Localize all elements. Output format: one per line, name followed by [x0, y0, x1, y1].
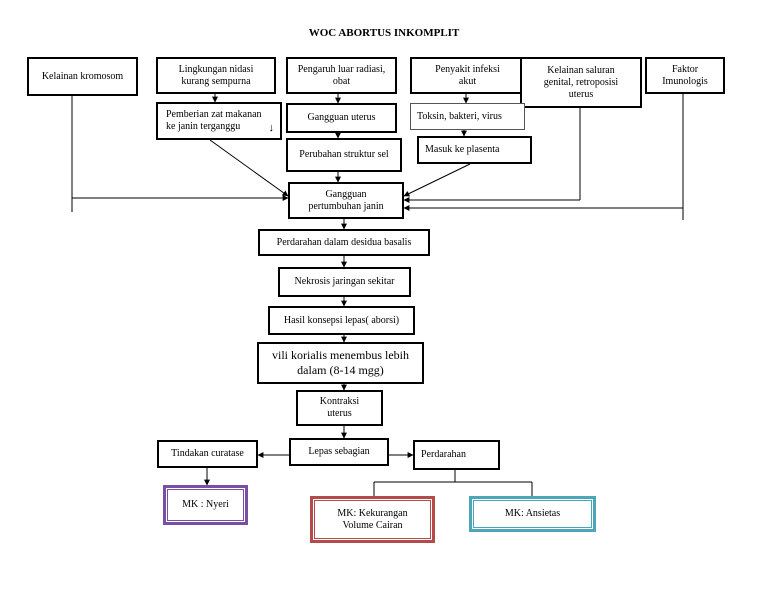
node-gangguan-pertumbuhan: Gangguan pertumbuhan janin: [288, 182, 404, 219]
node-perdarahan: Perdarahan: [413, 440, 500, 470]
node-perdarahan-desidua: Perdarahan dalam desidua basalis: [258, 229, 430, 256]
node-hasil-konsepsi: Hasil konsepsi lepas( aborsi): [268, 306, 415, 335]
node-nekrosis: Nekrosis jaringan sekitar: [278, 267, 411, 297]
node-tindakan-curatase: Tindakan curatase: [157, 440, 258, 468]
diagram-title: WOC ABORTUS INKOMPLIT: [308, 27, 460, 39]
node-mk-volume-cairan: MK: Kekurangan Volume Cairan: [310, 496, 435, 543]
node-faktor-imunologis: Faktor Imunologis: [645, 57, 725, 94]
node-kelainan-kromosom: Kelainan kromosom: [27, 57, 138, 96]
node-penyakit-infeksi: Penyakit infeksi akut: [410, 57, 525, 94]
node-gangguan-uterus: Gangguan uterus: [286, 103, 397, 133]
arrow-down-icon: ↓: [268, 122, 275, 134]
node-kontraksi: Kontraksi uterus: [296, 390, 383, 426]
node-pemberian-zat: Pemberian zat makanan ke janin terganggu…: [156, 102, 282, 140]
node-masuk-plasenta: Masuk ke plasenta: [417, 136, 532, 164]
edge-masuk-gangguan: [403, 163, 471, 197]
edge-pemberian-gangguan: [209, 139, 289, 197]
node-pemberian-zat-label: Pemberian zat makanan ke janin terganggu: [166, 109, 262, 132]
node-pengaruh-luar: Pengaruh luar radiasi, obat: [286, 57, 397, 94]
node-mk-ansietas: MK: Ansietas: [469, 496, 596, 532]
node-kelainan-saluran: Kelainan saluran genital, retroposisi ut…: [520, 57, 642, 108]
node-vili-korialis: vili korialis menembus lebih dalam (8-14…: [257, 342, 424, 384]
node-lingkungan-nidasi: Lingkungan nidasi kurang sempurna: [156, 57, 276, 94]
node-lepas-sebagian: Lepas sebagian: [289, 438, 389, 466]
node-mk-nyeri: MK : Nyeri: [163, 485, 248, 525]
node-toksin: Toksin, bakteri, virus: [410, 103, 525, 130]
node-perubahan-struktur: Perubahan struktur sel: [286, 138, 402, 172]
